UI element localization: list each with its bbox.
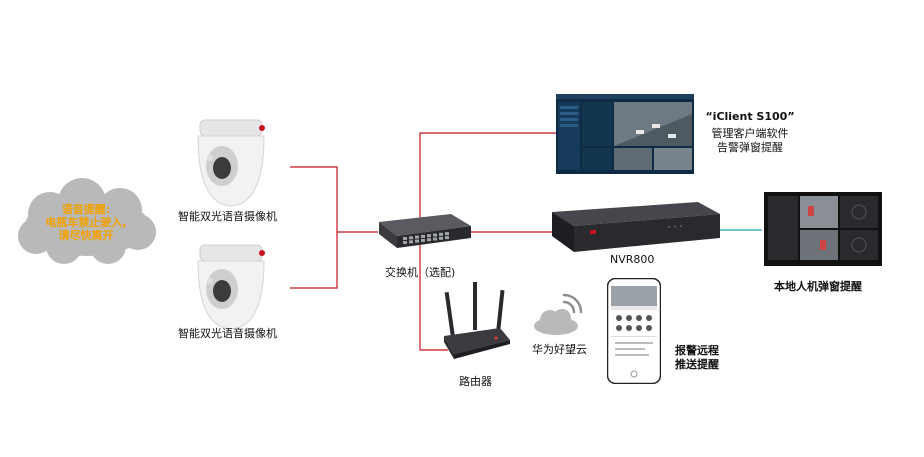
smartphone-icon [606,277,662,385]
phone-line2: 推送提醒 [675,358,719,371]
nvr-label: NVR800 [610,253,655,266]
client-line2: 告警弹窗提醒 [717,141,783,154]
wifi-cloud-icon [534,293,583,335]
wifi-router-icon [444,282,510,359]
local-display-label: 本地人机弹窗提醒 [774,280,862,293]
network-switch-icon [379,214,471,248]
smartphone [606,277,662,385]
speech-cloud-icon [18,178,156,264]
huawei-cloud [530,290,586,338]
network-switch [373,212,473,252]
camera-top-label: 智能双光语音摄像机 [178,210,277,223]
voice-prompt-cloud [12,176,162,268]
switch-label: 交换机（选配) [385,266,456,279]
camera-top-link [290,166,378,233]
camera-top [192,118,270,210]
camera-bottom-label: 智能双光语音摄像机 [178,327,277,340]
voice-prompt-line2: 请尽快离开 [58,229,114,242]
client-title: “iClient S100” [705,110,795,123]
voice-prompt-text: 语音提醒: 电瓶车禁止驶入, 请尽快离开 [22,203,150,242]
nvr-recorder-icon [552,202,720,252]
client-monitor [556,94,694,174]
client-line1: 管理客户端软件 [711,127,789,140]
client-monitor-icon [556,94,694,174]
voice-prompt-title: 语音提醒: [61,203,111,216]
voice-prompt-line1: 电瓶车禁止驶入, [45,216,127,229]
router-label: 路由器 [459,375,492,388]
camera-bottom-link [290,232,338,289]
dome-camera-icon [197,244,265,330]
phone-line1: 报警远程 [675,344,719,357]
nvr-recorder [548,200,723,255]
display-monitor-icon [764,192,882,266]
display-monitor [764,192,882,266]
router-link [419,244,448,351]
huawei-cloud-label: 华为好望云 [532,343,587,356]
wifi-router [440,280,512,362]
client-link [419,132,558,218]
camera-bottom [192,243,270,331]
dome-camera-icon [197,119,265,207]
